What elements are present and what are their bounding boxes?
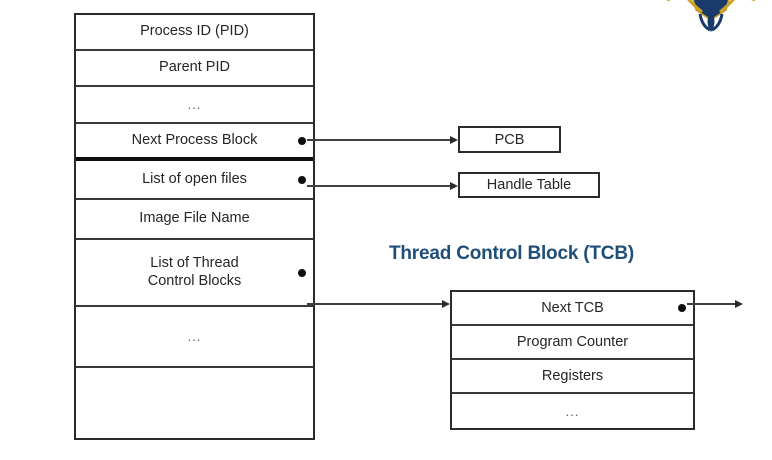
pointer-dot-icon bbox=[298, 268, 306, 277]
pcb-row-label: Process ID (PID) bbox=[140, 23, 249, 40]
pcb-box[interactable]: PCB bbox=[458, 126, 561, 153]
pcb-row: Process ID (PID) bbox=[76, 15, 313, 51]
thread-control-block-title: Thread Control Block (TCB) bbox=[389, 243, 634, 264]
pcb-row-label: Image File Name bbox=[139, 210, 250, 227]
pcb-row-label: List of open files bbox=[142, 170, 247, 187]
pcb-row: Parent PID bbox=[76, 51, 313, 87]
handle-table-box[interactable]: Handle Table bbox=[458, 172, 600, 198]
arrowhead-to-handle-table bbox=[450, 182, 458, 190]
pcb-row: List of open files bbox=[76, 161, 313, 200]
tcb-row: Program Counter bbox=[452, 326, 693, 360]
tcb-row-ellipsis: ... bbox=[565, 403, 580, 419]
tcb-row: Registers bbox=[452, 360, 693, 394]
pcb-row: ... bbox=[76, 87, 313, 124]
institution-crest-logo bbox=[666, 0, 756, 32]
pcb-row bbox=[76, 368, 313, 438]
pcb-row: Image File Name bbox=[76, 200, 313, 240]
pcb-row-ellipsis: ... bbox=[187, 96, 202, 112]
connector-thread-list-to-tcb bbox=[307, 303, 444, 305]
pcb-row-ellipsis: ... bbox=[187, 328, 202, 344]
arrowhead-to-tcb bbox=[442, 300, 450, 308]
pcb-row: Next Process Block bbox=[76, 124, 313, 161]
tcb-row-label: Registers bbox=[541, 368, 604, 384]
connector-next-process-block-to-pcb bbox=[307, 139, 452, 141]
arrowhead-to-pcb bbox=[450, 136, 458, 144]
pointer-dot-icon bbox=[298, 136, 306, 145]
handle-table-box-label: Handle Table bbox=[486, 177, 572, 193]
pcb-row-label: Next Process Block bbox=[131, 131, 258, 148]
process-control-block-table: Process ID (PID) Parent PID... Next Proces… bbox=[74, 13, 315, 440]
pcb-row-label: Parent PID bbox=[159, 59, 230, 76]
pcb-row-label: List of Thread Control Blocks bbox=[147, 254, 242, 289]
connector-next-tcb-outgoing bbox=[687, 303, 737, 305]
pointer-dot-icon bbox=[678, 304, 686, 312]
tcb-row-label: Next TCB bbox=[541, 300, 604, 316]
pcb-box-label: PCB bbox=[494, 131, 525, 148]
tcb-row: Next TCB bbox=[452, 292, 693, 326]
pcb-row: List of Thread Control Blocks bbox=[76, 240, 313, 307]
pointer-dot-icon bbox=[298, 175, 306, 184]
connector-open-files-to-handle-table bbox=[307, 185, 452, 187]
pcb-row: ... bbox=[76, 307, 313, 368]
arrowhead-next-tcb-outgoing bbox=[735, 300, 743, 308]
tcb-row-label: Program Counter bbox=[516, 334, 629, 350]
tcb-row: ... bbox=[452, 394, 693, 428]
